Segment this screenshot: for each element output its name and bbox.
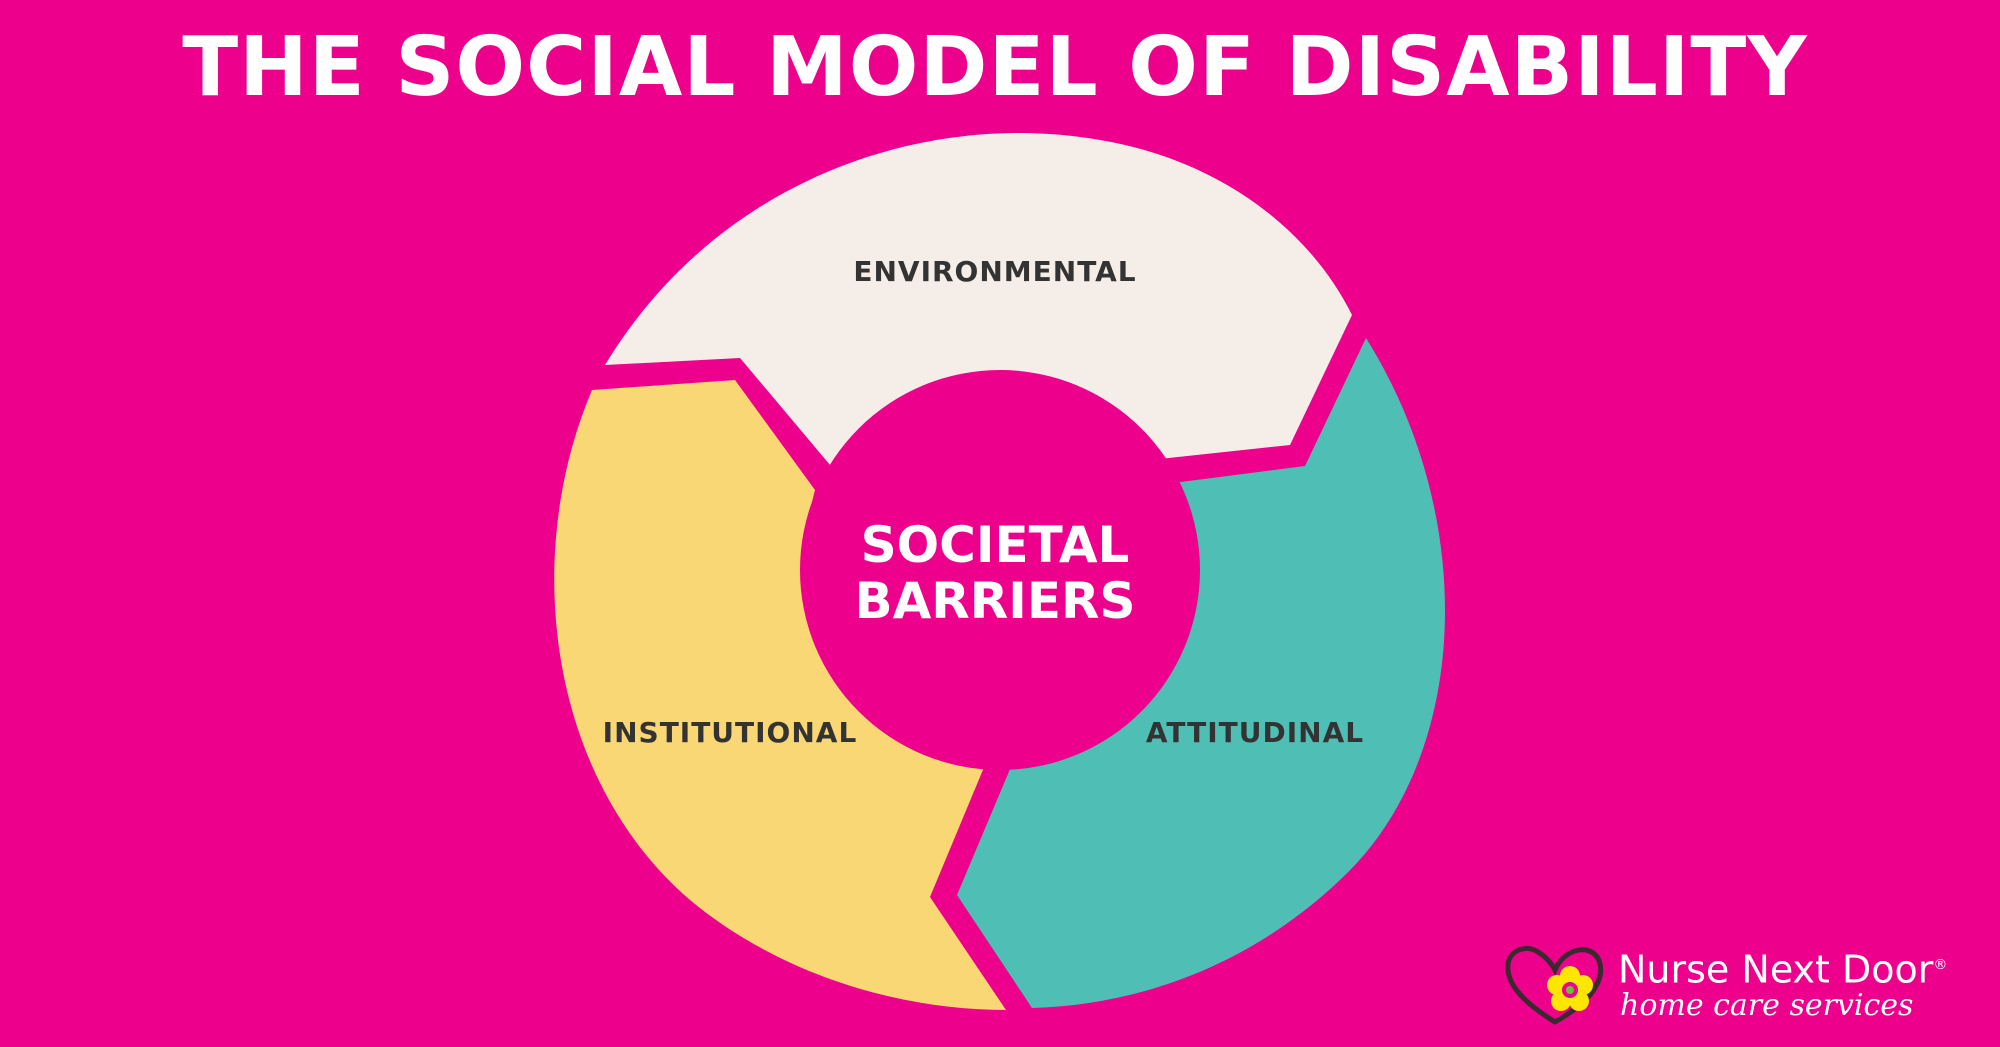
heart-flower-icon <box>1505 946 1604 1025</box>
institutional-segment <box>554 380 1006 1010</box>
page-title: THE SOCIAL MODEL OF DISABILITY <box>182 20 1808 115</box>
institutional-label: INSTITUTIONAL <box>603 716 858 749</box>
center-label-line2: BARRIERS <box>854 572 1135 630</box>
center-label-line1: SOCIETAL <box>861 516 1130 574</box>
environmental-segment <box>605 133 1352 465</box>
registered-mark: ® <box>1933 957 1948 973</box>
attitudinal-label: ATTITUDINAL <box>1146 716 1364 749</box>
environmental-label: ENVIRONMENTAL <box>853 255 1136 288</box>
nurse-next-door-logo: Nurse Next Door® home care services <box>1500 940 1990 1030</box>
logo-tagline: home care services <box>1620 988 1914 1023</box>
center-circle <box>800 370 1200 770</box>
logo-brand-name: Nurse Next Door <box>1618 947 1934 992</box>
attitudinal-segment <box>957 338 1445 1008</box>
